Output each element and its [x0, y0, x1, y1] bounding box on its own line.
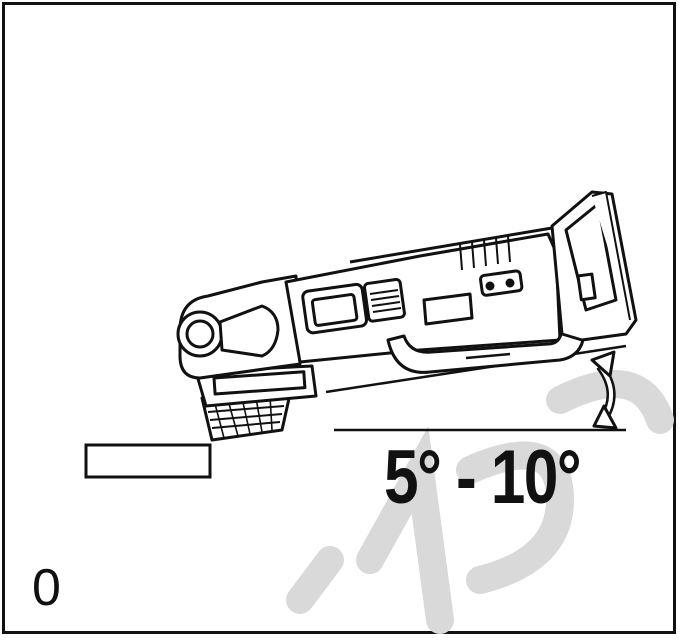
- rotation-arrow-icon: [590, 350, 618, 430]
- watermark: [286, 370, 674, 634]
- grinder-tool: [176, 190, 638, 442]
- workpiece: [84, 443, 212, 479]
- figure-number: 0: [32, 559, 61, 617]
- angle-label: 5° - 10°: [384, 435, 582, 520]
